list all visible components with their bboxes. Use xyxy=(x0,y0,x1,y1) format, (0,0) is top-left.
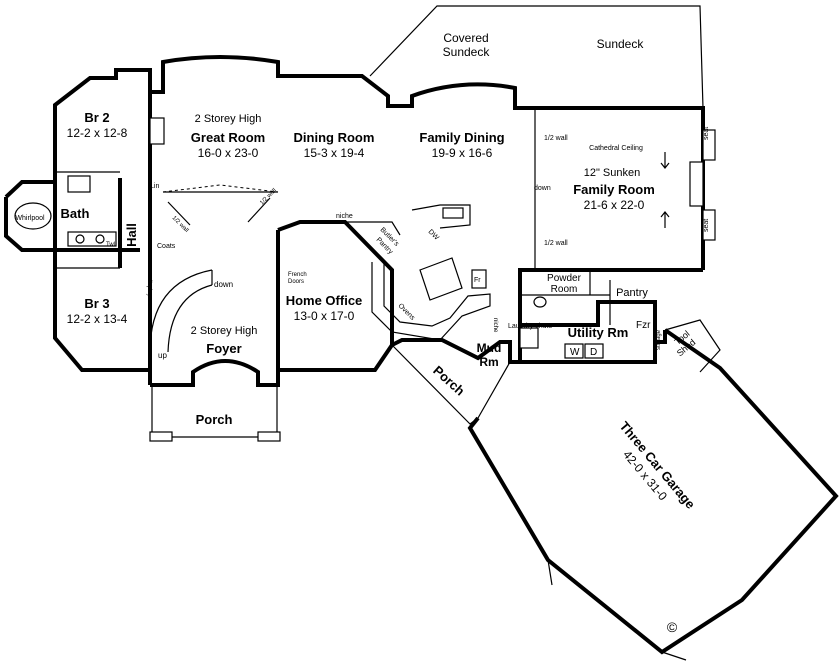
covered-sundeck-line2: Sundeck xyxy=(443,45,491,59)
fridge-note: Fr xyxy=(474,277,481,284)
dining-room-size: 15-3 x 19-4 xyxy=(304,146,365,160)
dryer-note: D xyxy=(590,347,597,358)
up-note: up xyxy=(158,351,167,360)
pantry-name: Pantry xyxy=(616,287,648,299)
whirlpool-label: Whirlpool xyxy=(15,215,45,222)
half-walls xyxy=(167,197,271,226)
br2-size: 12-2 x 12-8 xyxy=(67,126,128,140)
sundeck-name: Sundeck xyxy=(597,37,645,51)
bath-name: Bath xyxy=(61,206,90,221)
family-room-name: Family Room xyxy=(573,182,655,197)
kitchen xyxy=(345,204,491,341)
step-arrows xyxy=(660,152,670,228)
display-note: display xyxy=(146,278,152,297)
powder-room-line2: Room xyxy=(551,284,578,295)
copyright-mark: © xyxy=(667,619,678,635)
great-room-size: 16-0 x 23-0 xyxy=(198,146,259,160)
br2-name: Br 2 xyxy=(84,110,109,125)
storage-note: storage xyxy=(656,329,662,350)
curved-staircase xyxy=(149,269,213,353)
dining-room-name: Dining Room xyxy=(294,130,375,145)
hall-name: Hall xyxy=(124,223,139,247)
french-doors-note-1: French xyxy=(288,272,307,278)
family-room-sunken: 12" Sunken xyxy=(584,167,641,179)
br3-size: 12-2 x 13-4 xyxy=(67,312,128,326)
covered-sundeck-line1: Covered xyxy=(443,31,488,45)
front-porch-name: Porch xyxy=(196,412,233,427)
niche-note-2: niche xyxy=(492,318,498,333)
foyer-note: 2 Storey High xyxy=(191,325,258,337)
room-labels: Br 2 12-2 x 12-8 Bath Whirlpool Hall Br … xyxy=(15,31,698,512)
great-room-note: 2 Storey High xyxy=(195,113,262,125)
seat-note-1: seat xyxy=(703,127,710,140)
freezer-note: Fzr xyxy=(636,320,651,331)
laundry-chute-note: Laundry chute xyxy=(508,323,552,330)
washer-note: W xyxy=(570,347,580,358)
foyer-name: Foyer xyxy=(206,341,241,356)
half-wall-note-3: 1/2 wall xyxy=(171,215,190,234)
garage-outline xyxy=(467,319,839,661)
half-wall-note-4: 1/2 wall xyxy=(259,188,278,207)
utility-name: Utility Rm xyxy=(568,325,629,340)
home-office-size: 13-0 x 17-0 xyxy=(294,309,355,323)
mud-room-line1: Mud xyxy=(477,341,502,355)
br3-name: Br 3 xyxy=(84,296,109,311)
family-dining-name: Family Dining xyxy=(419,130,504,145)
lin-note: Lin xyxy=(150,183,159,190)
half-wall-note-2: 1/2 wall xyxy=(544,240,568,247)
family-dining-size: 19-9 x 16-6 xyxy=(432,146,493,160)
half-wall-note-1: 1/2 wall xyxy=(544,135,568,142)
down-note-1: down xyxy=(214,280,233,289)
family-room-ceiling: Cathedral Ceiling xyxy=(589,145,643,152)
dishwasher-note: DW xyxy=(427,228,440,241)
side-porch-name: Porch xyxy=(430,363,467,399)
seat-note-2: seat xyxy=(703,219,710,232)
fireplaces xyxy=(149,117,716,241)
ovens-note: Ovens xyxy=(397,302,417,322)
french-doors-note-2: Doors xyxy=(288,279,304,285)
coats-note: Coats xyxy=(157,243,176,250)
bath-fixtures xyxy=(14,175,117,247)
sundeck-outline xyxy=(369,5,704,268)
mud-room-line2: Rm xyxy=(479,355,498,369)
service-walls xyxy=(391,270,657,364)
down-note-2: down xyxy=(534,185,551,192)
home-office-name: Home Office xyxy=(286,293,363,308)
niche-note-1: niche xyxy=(336,213,353,220)
family-room-size: 21-6 x 22-0 xyxy=(584,198,645,212)
towel-note: Twl xyxy=(106,242,115,248)
powder-room-line1: Powder xyxy=(547,273,582,284)
great-room-name: Great Room xyxy=(191,130,265,145)
